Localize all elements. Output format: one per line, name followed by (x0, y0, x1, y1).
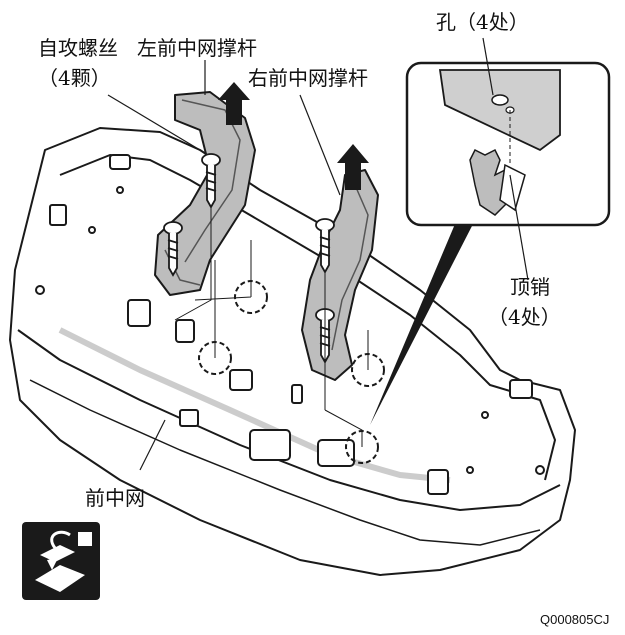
screw-1 (201, 153, 221, 209)
remove-part-icon (22, 522, 100, 600)
leader-lines (107, 37, 529, 471)
hole-label: 孔（4处） (436, 10, 529, 34)
pin-label: 顶销 (510, 275, 550, 299)
pin-qty-label: （4处） (488, 305, 561, 329)
left-stay-label: 左前中网撑杆 (137, 36, 257, 60)
alignment-lines (174, 207, 369, 447)
screw-2 (163, 221, 183, 277)
left-grille-stay (154, 91, 256, 296)
screw-3 (315, 218, 335, 274)
grille-label: 前中网 (85, 486, 145, 510)
figure-code: Q000805CJ (540, 612, 610, 627)
tapping-screws (163, 153, 335, 364)
screws-label: 自攻螺丝 (38, 36, 118, 60)
up-arrow-icon (218, 82, 369, 190)
right-stay-label: 右前中网撑杆 (248, 66, 368, 90)
front-grille (9, 127, 576, 576)
screws-qty-label: （4颗） (38, 66, 111, 90)
inset-detail (370, 61, 611, 425)
